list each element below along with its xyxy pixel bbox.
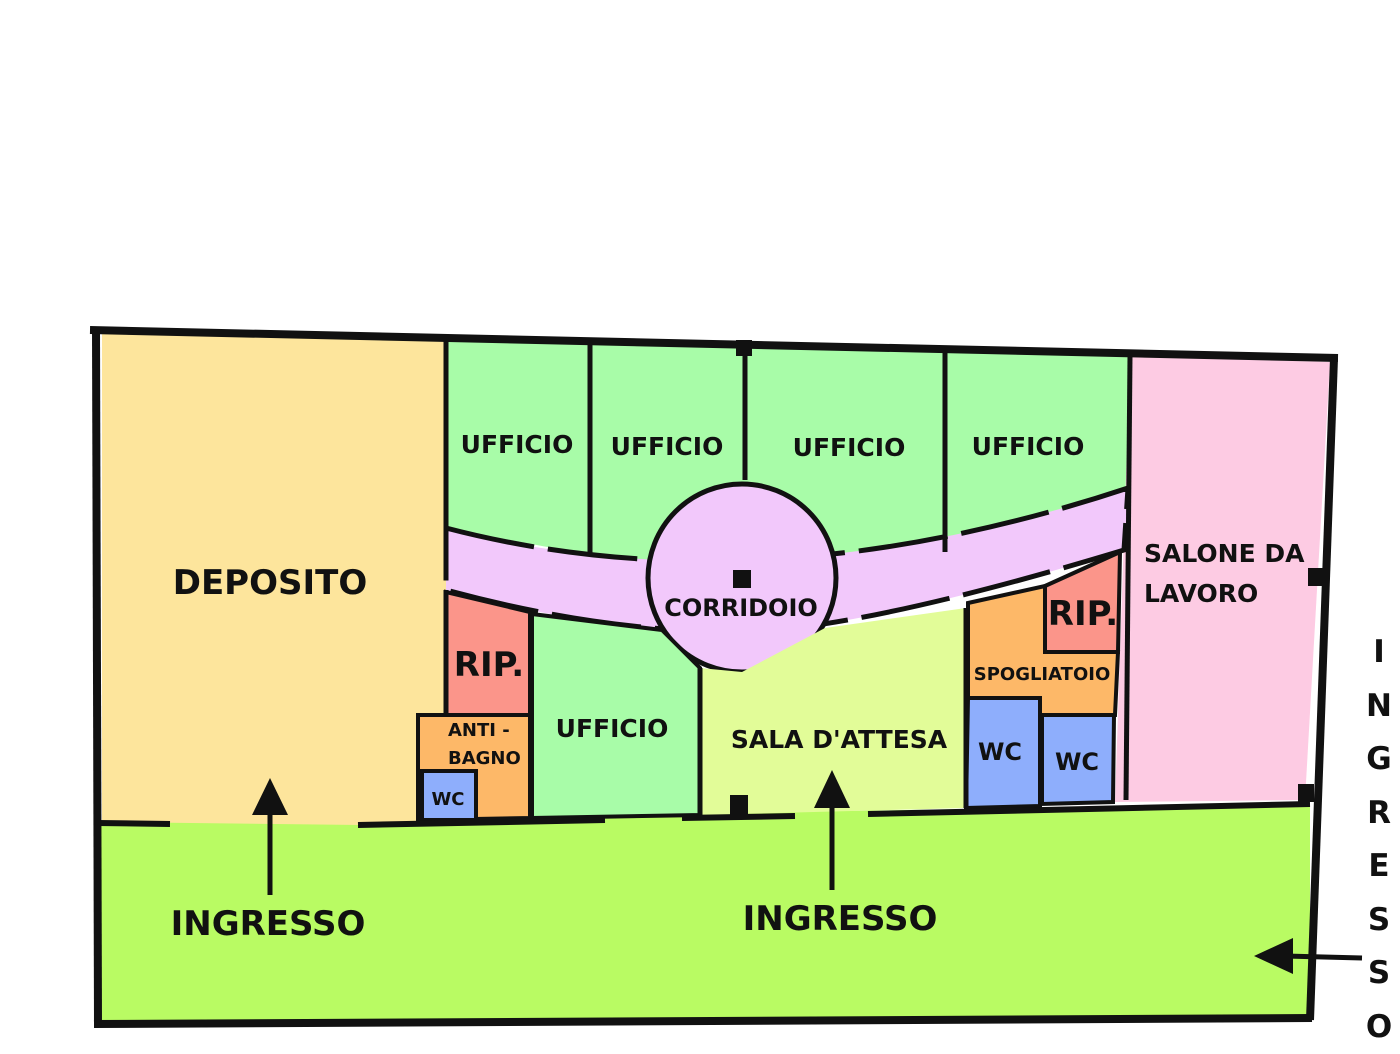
column xyxy=(736,340,752,356)
label-ingresso: INGRESSO xyxy=(171,904,366,944)
label-rip: RIP. xyxy=(454,645,524,685)
label-antibagno-1: ANTI - xyxy=(448,720,510,741)
letter: O xyxy=(1366,1001,1392,1054)
letter: E xyxy=(1368,840,1389,894)
letter: R xyxy=(1367,787,1391,841)
letter: I xyxy=(1373,626,1385,680)
column xyxy=(733,570,751,588)
label-wc: WC xyxy=(1055,748,1099,776)
label-antibagno-2: BAGNO xyxy=(448,748,521,769)
letter: G xyxy=(1366,733,1391,787)
letter: S xyxy=(1368,947,1390,1001)
column xyxy=(1298,784,1314,802)
label-salone-2: LAVORO xyxy=(1144,579,1258,608)
label-corridoio: CORRIDOIO xyxy=(664,594,818,622)
label-wc: WC xyxy=(431,789,464,810)
letter: S xyxy=(1368,894,1390,948)
column xyxy=(1308,568,1324,586)
label-ingresso: INGRESSO xyxy=(743,899,938,939)
label-salone-1: SALONE DA xyxy=(1144,539,1305,568)
label-ingresso-vertical: I N G R E S S O xyxy=(1362,626,1396,1054)
label-rip: RIP. xyxy=(1048,594,1118,634)
label-ufficio: UFFICIO xyxy=(611,432,724,461)
label-ufficio: UFFICIO xyxy=(556,714,669,743)
label-sala-attesa: SALA D'ATTESA xyxy=(731,725,948,754)
label-ufficio: UFFICIO xyxy=(972,432,1085,461)
label-deposito: DEPOSITO xyxy=(173,563,368,603)
label-ufficio: UFFICIO xyxy=(461,430,574,459)
label-ufficio: UFFICIO xyxy=(793,433,906,462)
column xyxy=(730,795,748,815)
letter: N xyxy=(1366,680,1392,734)
label-spogliatoio: SPOGLIATOIO xyxy=(974,664,1111,685)
label-wc: WC xyxy=(978,738,1022,766)
